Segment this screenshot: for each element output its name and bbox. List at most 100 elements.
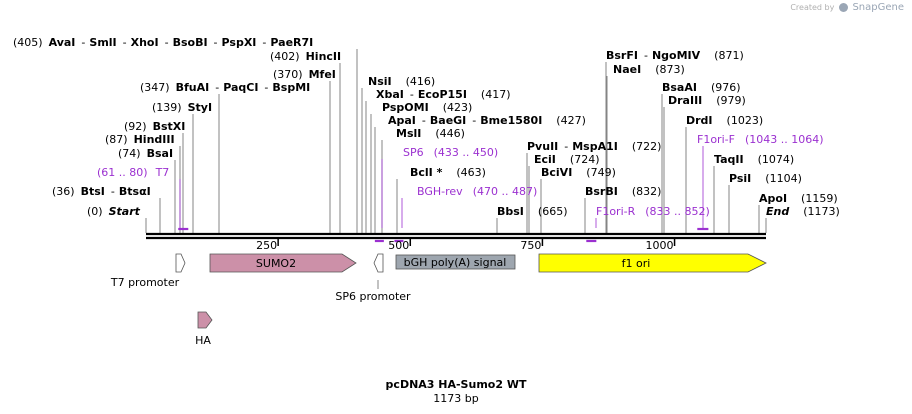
primer-sp6: SP6(433 .. 450)	[374, 146, 499, 243]
site-naei: NaeI (873)	[613, 63, 685, 76]
site-apai: ApaI-BaeGI-Bme1580I(427)	[388, 114, 586, 127]
feature-shape	[197, 311, 213, 329]
enzyme-name: BciVI	[541, 166, 572, 179]
site-nsii: NsiI (416)	[368, 75, 435, 88]
enzyme-name: BclI *	[410, 166, 443, 179]
enzyme-name: HincII	[306, 50, 342, 63]
primer-range: (433 .. 450)	[434, 146, 499, 159]
site-separator: -	[262, 36, 266, 49]
enzyme-name: BtsI	[81, 185, 105, 198]
feature-bgh-poly-a-signal: bGH poly(A) signal	[395, 254, 516, 270]
primer-range: (833 .. 852)	[645, 205, 710, 218]
enzyme-name: StyI	[188, 101, 212, 114]
site-ecii: EciI(724)	[534, 153, 600, 166]
enzyme-name: BsoBI	[173, 36, 208, 49]
primer-name: F1ori-R	[596, 205, 636, 218]
feature-sumo2: SUMO2	[209, 253, 357, 273]
feature-label: SP6 promoter	[335, 290, 411, 303]
site-mfei: (370) MfeI	[273, 68, 336, 81]
enzyme-name: XbaI	[376, 88, 404, 101]
site-position: (370)	[273, 68, 303, 81]
primer-name: T7	[155, 166, 170, 179]
enzyme-name: TaqII	[714, 153, 744, 166]
site-separator: -	[214, 36, 218, 49]
site-position: (74)	[118, 147, 141, 160]
site-xbai: XbaI-EcoP15I(417)	[376, 88, 511, 101]
enzyme-name: NaeI	[613, 63, 641, 76]
enzyme-name: Bme1580I	[480, 114, 542, 127]
ruler-tick-label: 1000	[646, 239, 674, 252]
site-position: (873)	[655, 63, 685, 76]
site-avai: (405)AvaI-SmlI-XhoI-BsoBI-PspXI-PaeR7I	[13, 36, 313, 49]
site-position: (405)	[13, 36, 43, 49]
enzyme-name: BspMI	[272, 81, 310, 94]
site-draiii: DraIII(979)	[668, 94, 746, 107]
enzyme-name: Start	[109, 205, 141, 218]
site-separator: -	[123, 36, 127, 49]
enzyme-name: PspOMI	[382, 101, 429, 114]
primer-f1ori-r: F1ori-R (833 .. 852)	[586, 205, 710, 243]
site-position: (832)	[632, 185, 662, 198]
site-bsrbi: BsrBI(832)	[585, 185, 661, 198]
feature-shape	[209, 253, 357, 273]
enzyme-name: BaeGI	[430, 114, 466, 127]
enzyme-name: BsaI	[147, 147, 173, 160]
enzyme-name: PaqCI	[223, 81, 258, 94]
site-position: (1074)	[758, 153, 795, 166]
site-position: (416)	[406, 75, 436, 88]
primer-range: (61 .. 80)	[97, 166, 148, 179]
site-taqii: TaqII (1074)	[714, 153, 794, 166]
site-separator: -	[264, 81, 268, 94]
site-position: (1023)	[727, 114, 764, 127]
site-position: (0)	[87, 205, 103, 218]
enzyme-name: PaeR7I	[270, 36, 313, 49]
site-position: (427)	[556, 114, 586, 127]
site-position: (139)	[152, 101, 182, 114]
site-position: (749)	[586, 166, 616, 179]
site-position: (979)	[716, 94, 746, 107]
enzyme-name: MfeI	[309, 68, 336, 81]
enzyme-name: EcoP15I	[418, 88, 467, 101]
primer-range: (1043 .. 1064)	[745, 133, 824, 146]
site-position: (665)	[538, 205, 568, 218]
site-position: (423)	[443, 101, 473, 114]
site-btsi: (36) BtsI-BtsαI	[52, 185, 151, 198]
site-bbsi: BbsI (665)	[497, 205, 568, 218]
site-bstxi: (92)BstXI	[124, 120, 185, 133]
site-end: End(1173)	[766, 205, 840, 218]
enzyme-name: NsiI	[368, 75, 392, 88]
enzyme-name: BtsαI	[119, 185, 151, 198]
site-bsaai: BsaAI(976)	[662, 81, 741, 94]
site-position: (402)	[270, 50, 300, 63]
site-pspomi: PspOMI (423)	[382, 101, 472, 114]
site-separator: -	[644, 49, 648, 62]
feature-sp6-promoter: SP6 promoter	[335, 253, 411, 303]
site-separator: -	[472, 114, 476, 127]
enzyme-name: PsiI	[729, 172, 751, 185]
site-leader-lines	[145, 49, 767, 233]
site-position: (36)	[52, 185, 75, 198]
site-separator: -	[111, 185, 115, 198]
site-pvuii: PvuII-MspA1I(722)	[527, 140, 661, 153]
feature-t7-promoter: T7 promoter	[110, 253, 186, 289]
restriction-site-labels: (0)Start(36)BtsI-BtsαI(74)BsaI(87)HindII…	[13, 36, 840, 218]
site-hindiii: (87)HindIII	[105, 133, 175, 146]
feature-shape	[538, 253, 767, 273]
site-separator: -	[165, 36, 169, 49]
primer-name: F1ori-F	[697, 133, 735, 146]
enzyme-name: XhoI	[131, 36, 159, 49]
enzyme-name: HindIII	[134, 133, 175, 146]
primer-bgh-rev: BGH-rev(470 .. 487)	[394, 185, 537, 243]
feature-shape	[175, 253, 186, 273]
enzyme-name: BsrFI	[606, 49, 638, 62]
enzyme-name: BbsI	[497, 205, 524, 218]
site-apoi: ApoI(1159)	[759, 192, 838, 205]
site-bsrfi: BsrFI-NgoMIV(871)	[606, 49, 744, 62]
feature-ha: HA	[195, 311, 213, 347]
site-separator: -	[215, 81, 219, 94]
site-psii: PsiI(1104)	[729, 172, 802, 185]
site-bfuai: (347)BfuAI-PaqCI-BspMI	[140, 81, 310, 94]
enzyme-name: BfuAI	[176, 81, 210, 94]
